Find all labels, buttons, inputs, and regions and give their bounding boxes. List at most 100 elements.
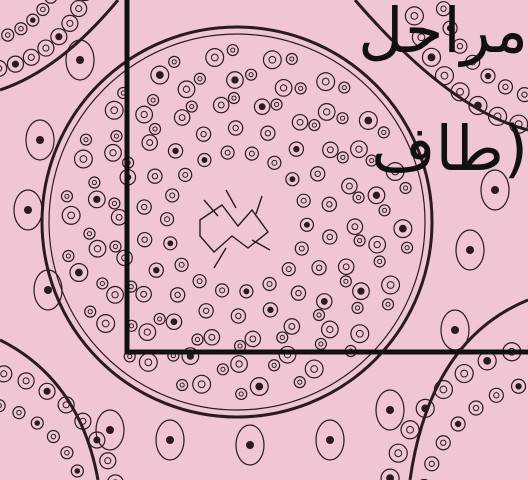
cell-nucleus (473, 405, 478, 410)
cell (229, 121, 243, 135)
cell-nucleus (356, 330, 363, 337)
cell-nucleus (341, 155, 345, 159)
cell (0, 400, 5, 412)
cell (186, 101, 197, 112)
cell (246, 69, 257, 80)
cell-nucleus (129, 324, 133, 328)
cell-nucleus (221, 367, 225, 371)
cell-nucleus (171, 319, 177, 325)
cell-nucleus (128, 354, 132, 358)
cell (63, 251, 74, 262)
cell-nucleus (1, 371, 7, 377)
cell-nucleus (249, 151, 254, 156)
cell-nucleus (183, 172, 188, 177)
cell (263, 277, 276, 290)
cell (315, 338, 326, 349)
cell-nucleus (44, 388, 50, 394)
cell (282, 263, 295, 276)
cell (354, 235, 365, 246)
cell-nucleus (175, 292, 180, 297)
cell-nucleus (522, 92, 527, 97)
cell (245, 147, 258, 160)
cell (136, 286, 151, 301)
cell-nucleus (94, 196, 100, 202)
cell (97, 278, 108, 289)
cell-nucleus (236, 313, 241, 318)
cell-nucleus (286, 267, 291, 272)
cell-nucleus (168, 241, 173, 246)
cell-nucleus (503, 84, 508, 89)
cell (97, 315, 115, 333)
cell-nucleus (87, 232, 91, 236)
cell-nucleus (290, 57, 294, 61)
cell (216, 284, 229, 297)
main-tubule-outline (42, 27, 432, 417)
cell-nucleus (0, 65, 2, 71)
cell-nucleus (112, 292, 118, 298)
cell (136, 106, 153, 123)
cell (305, 360, 323, 378)
cell-nucleus (43, 45, 49, 51)
cell-nucleus (153, 127, 157, 131)
cell (277, 332, 288, 343)
cell-nucleus (274, 102, 278, 106)
cell-nucleus (327, 234, 332, 239)
cell-nucleus (202, 158, 207, 163)
cell-nucleus (0, 403, 1, 408)
cell (161, 213, 174, 226)
cell-nucleus (429, 461, 434, 466)
cell-nucleus (321, 298, 327, 304)
cell-nucleus (301, 198, 306, 203)
cell (351, 141, 368, 158)
cell (322, 197, 336, 211)
cell-nucleus (382, 208, 386, 212)
cell-nucleus (51, 434, 56, 439)
interstitial-nucleus (36, 136, 44, 144)
cell (154, 313, 165, 324)
cell-nucleus (5, 33, 10, 38)
cell-nucleus (198, 381, 205, 388)
cell-nucleus (76, 6, 82, 12)
interstitial-nucleus (466, 246, 474, 254)
cell (379, 205, 390, 216)
cell-nucleus (201, 131, 206, 136)
cell (38, 40, 54, 56)
tubule-bottom-left-outline (0, 340, 98, 480)
cell-nucleus (485, 73, 490, 78)
cell (178, 81, 195, 98)
cell (71, 1, 87, 17)
cell-nucleus (378, 259, 382, 263)
cell (62, 15, 78, 31)
cell (383, 299, 394, 310)
cell (204, 330, 219, 345)
cell (436, 436, 450, 450)
interstitial-nucleus (386, 406, 394, 414)
cell (149, 123, 160, 134)
cell-nucleus (28, 54, 34, 60)
cell (61, 447, 73, 459)
cell-nucleus (296, 290, 301, 295)
interstitial-nucleus (491, 186, 499, 194)
cell-nucleus (324, 109, 330, 115)
cell-nucleus (256, 383, 263, 390)
cell (227, 45, 238, 56)
cell-nucleus (114, 134, 118, 138)
cell (425, 457, 439, 471)
cell-nucleus (66, 254, 70, 258)
cell (382, 276, 400, 294)
cell (517, 88, 528, 102)
cell (213, 97, 228, 112)
cell (337, 152, 348, 163)
cell (171, 288, 185, 302)
cell (107, 475, 123, 480)
cell-nucleus (203, 308, 208, 313)
cell-nucleus (238, 344, 242, 348)
cell-nucleus (116, 214, 122, 220)
cell-nucleus (249, 73, 253, 77)
cell-nucleus (319, 342, 323, 346)
cell (275, 80, 292, 97)
cell (351, 325, 369, 343)
cell (295, 83, 306, 94)
cell (139, 353, 157, 371)
cell (0, 60, 7, 76)
